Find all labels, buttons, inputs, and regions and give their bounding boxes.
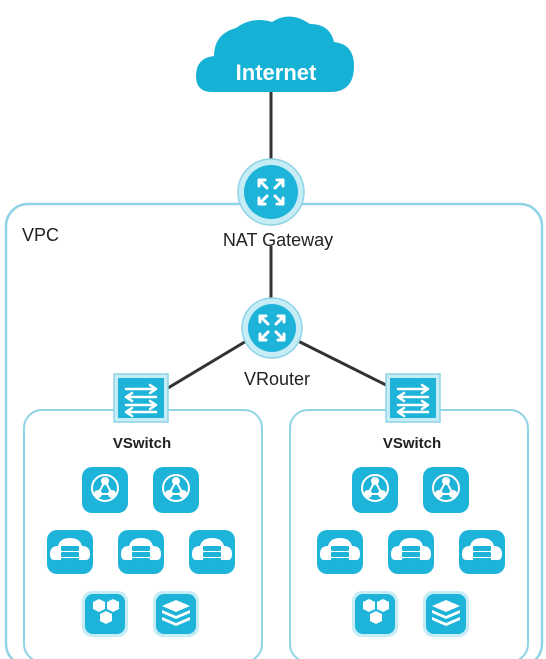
cloud-icon bbox=[196, 16, 354, 92]
switch-icon bbox=[112, 372, 170, 424]
cloud-database-icon bbox=[388, 530, 434, 574]
server-network-icon bbox=[152, 466, 200, 514]
internet-label: Internet bbox=[236, 60, 317, 85]
cloud-database-icon bbox=[459, 530, 505, 574]
cloud-database-icon bbox=[189, 530, 235, 574]
connection-lines bbox=[167, 92, 389, 390]
cloud-database-icon bbox=[118, 530, 164, 574]
cloud-database-icon bbox=[47, 530, 93, 574]
vswitch-left-switch bbox=[112, 372, 170, 424]
storage-stack-icon bbox=[423, 591, 469, 637]
vrouter-to-left-switch-line bbox=[167, 338, 249, 390]
internet-cloud: Internet bbox=[196, 16, 354, 92]
vswitch-left-resources bbox=[47, 466, 235, 637]
container-service-icon bbox=[82, 591, 128, 637]
vrouter-label: VRouter bbox=[244, 369, 310, 389]
nat-gateway-router bbox=[237, 158, 305, 226]
vswitch-right-label: VSwitch bbox=[383, 435, 441, 452]
container-service-icon bbox=[352, 591, 398, 637]
vswitch-right-switch bbox=[384, 372, 442, 424]
vrouter bbox=[241, 297, 303, 359]
vrouter-to-right-switch-line bbox=[295, 338, 389, 388]
server-network-icon bbox=[351, 466, 399, 514]
server-network-icon bbox=[81, 466, 129, 514]
vswitch-right-resources bbox=[317, 466, 505, 637]
vpc-container bbox=[4, 202, 544, 659]
switch-icon bbox=[384, 372, 442, 424]
cloud-database-icon bbox=[317, 530, 363, 574]
server-network-icon bbox=[422, 466, 470, 514]
vswitch-left-label: VSwitch bbox=[113, 435, 171, 452]
storage-stack-icon bbox=[153, 591, 199, 637]
vpc-label: VPC bbox=[22, 225, 59, 245]
nat-gateway-label: NAT Gateway bbox=[223, 230, 333, 250]
